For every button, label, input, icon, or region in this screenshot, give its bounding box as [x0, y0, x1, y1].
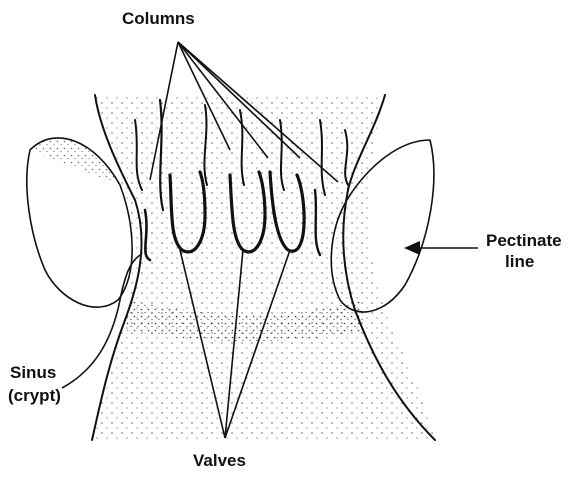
pectinate-label-line2: line — [505, 252, 534, 271]
pectinate-arrow — [404, 241, 478, 255]
sinus-label-line1: Sinus — [10, 363, 56, 382]
sinus-label-line2: (crypt) — [8, 386, 61, 405]
pectinate-label-line1: Pectinate — [486, 231, 562, 250]
canal-body — [92, 95, 435, 440]
valves-label: Valves — [193, 451, 246, 470]
columns-label: Columns — [122, 9, 195, 28]
